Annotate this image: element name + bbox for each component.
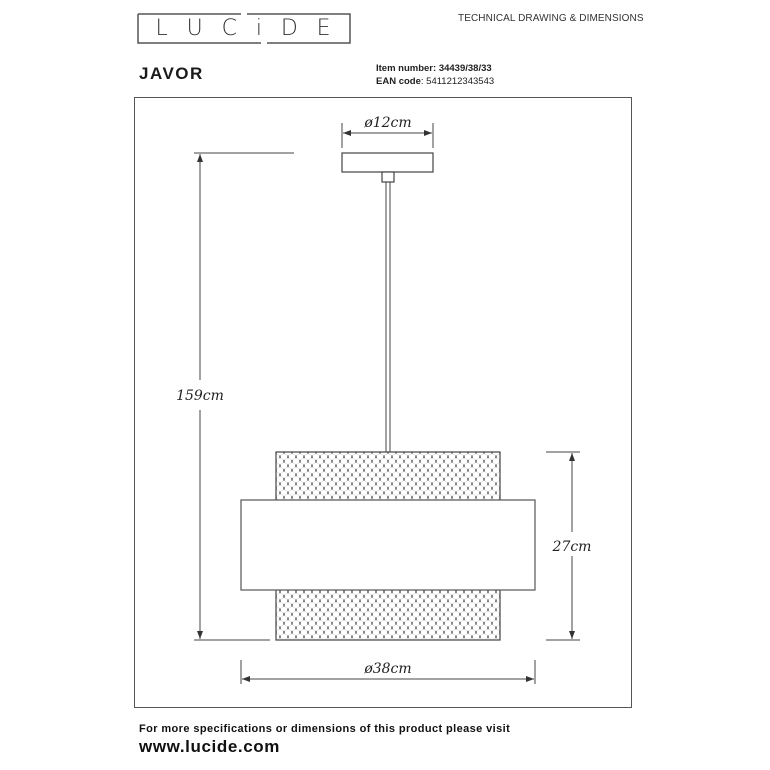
shade-height-label: 27cm: [552, 539, 592, 555]
footer-note: For more specifications or dimensions of…: [139, 723, 511, 735]
shade-diameter-label: ø38cm: [363, 661, 411, 677]
lamp-shade: [240, 451, 536, 641]
product-name: JAVOR: [139, 64, 204, 83]
ean-label: EAN code: [376, 76, 421, 87]
suspension-cord: [385, 182, 391, 452]
document-type-title: TECHNICAL DRAWING & DIMENSIONS: [458, 13, 644, 24]
item-number-row: Item number: 34439/38/33: [376, 62, 494, 75]
ean-value: 5411212343543: [426, 76, 495, 87]
website-link[interactable]: www.lucide.com: [139, 737, 280, 756]
ean-row: EAN code: 5411212343543: [376, 76, 495, 87]
total-height-label: 159cm: [176, 388, 224, 404]
logo-letter: E: [316, 16, 333, 41]
logo-letter: D: [280, 16, 300, 41]
drawing-frame: [134, 97, 632, 708]
canopy-diameter-label: ø12cm: [363, 115, 411, 131]
total-height-dimension: [194, 152, 294, 641]
product-meta: Item number: 34439/38/33 EAN code: 54112…: [376, 62, 494, 88]
logo-letter: U: [186, 16, 205, 41]
lucide-logo: L U C i D E: [137, 13, 351, 44]
logo-letter: L: [155, 16, 170, 41]
shade-diameter-dimension: [240, 660, 536, 684]
canopy-diameter-dimension: [341, 123, 434, 148]
logo-letter: i: [255, 16, 264, 41]
lucide-logo-frame: [137, 13, 351, 44]
shade-height-dimension: [546, 451, 580, 641]
canopy: [341, 152, 434, 183]
item-number-value: 34439/38/33: [438, 63, 492, 74]
logo-letter: C: [221, 16, 239, 41]
item-number-label: Item number:: [376, 63, 437, 74]
